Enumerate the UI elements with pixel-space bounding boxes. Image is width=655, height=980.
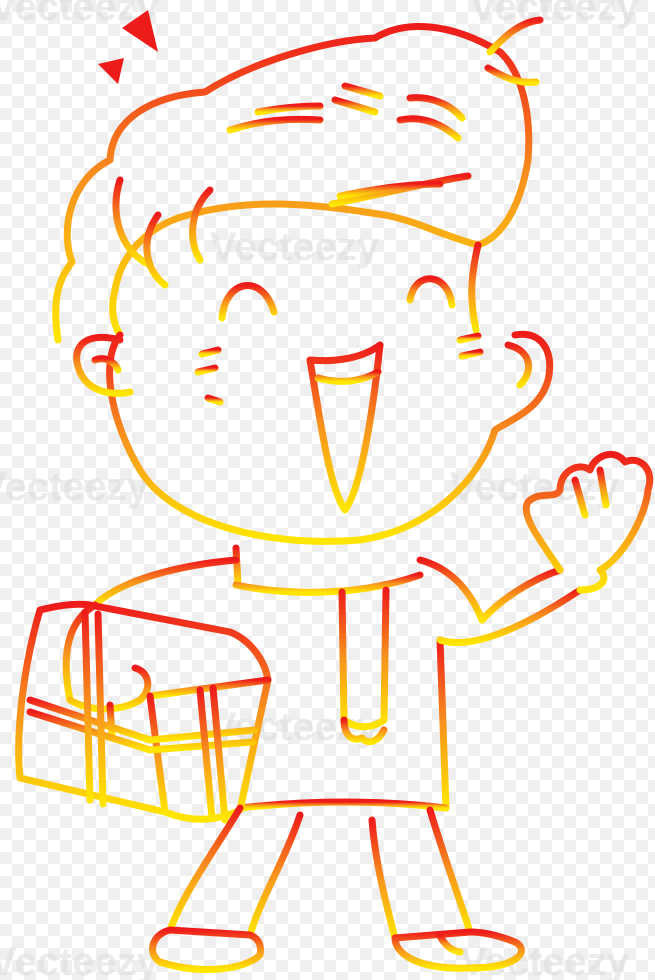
eye-crease bbox=[456, 332, 482, 344]
hair-tuft bbox=[484, 64, 540, 86]
torso bbox=[416, 556, 486, 624]
raised-arm bbox=[436, 586, 584, 647]
raised-arm bbox=[478, 566, 564, 624]
left-leg bbox=[166, 804, 244, 934]
cheek-mark bbox=[204, 394, 224, 406]
hair-strand bbox=[328, 172, 472, 208]
scarf-fringe bbox=[340, 716, 388, 746]
ear-detail bbox=[91, 355, 122, 374]
hair-strand bbox=[406, 94, 466, 122]
gift-ribbon bbox=[94, 610, 107, 808]
gift-box-edge bbox=[146, 692, 169, 816]
surprise-mark-top bbox=[122, 10, 158, 52]
right-eye bbox=[406, 275, 456, 309]
left-shoe bbox=[149, 926, 264, 973]
gift-ribbon bbox=[209, 684, 229, 824]
neck bbox=[232, 544, 242, 589]
hair-strand bbox=[226, 115, 324, 134]
hair-outline bbox=[52, 22, 533, 344]
lower-arm bbox=[62, 601, 99, 704]
waist bbox=[236, 798, 450, 812]
hair-tuft bbox=[486, 16, 544, 56]
hair-strand bbox=[468, 241, 482, 334]
right-leg bbox=[426, 806, 474, 936]
scarf bbox=[232, 571, 424, 596]
teeth bbox=[314, 368, 382, 385]
hair-strand bbox=[396, 115, 462, 142]
right-leg bbox=[368, 816, 399, 942]
gift-ribbon bbox=[81, 608, 94, 804]
left-eye bbox=[218, 282, 278, 322]
waving-hand bbox=[522, 450, 654, 594]
torso bbox=[91, 556, 240, 609]
shoe-lace bbox=[436, 932, 464, 956]
eye-crease bbox=[198, 346, 222, 358]
ear bbox=[73, 333, 134, 397]
eye-crease bbox=[194, 364, 219, 376]
hair-strand bbox=[254, 102, 324, 116]
watermark-text: Vecteezy bbox=[0, 465, 150, 509]
left-leg bbox=[246, 811, 304, 939]
face-outline bbox=[106, 330, 554, 545]
finger bbox=[571, 476, 589, 519]
hair-strand bbox=[331, 96, 379, 116]
watermark-text: Vecteezy bbox=[0, 940, 160, 980]
hair-strand bbox=[112, 176, 154, 269]
watermark-text: Vecteezy bbox=[460, 940, 630, 980]
torso bbox=[436, 636, 450, 812]
hair-strand bbox=[189, 186, 214, 264]
watermark-layer: Vecteezy Vecteezy Vecteezy Vecteezy Vect… bbox=[0, 0, 640, 980]
watermark-text: Vecteezy bbox=[210, 225, 380, 269]
eye-crease bbox=[458, 348, 484, 360]
finger bbox=[596, 466, 610, 509]
gift-box-side bbox=[146, 676, 272, 700]
mouth bbox=[306, 341, 384, 514]
watermark-text: Vecteezy bbox=[470, 0, 640, 29]
line-art bbox=[15, 16, 654, 973]
hair-strand bbox=[341, 82, 384, 100]
surprise-mark-bottom bbox=[98, 58, 124, 84]
hair-strand bbox=[336, 180, 444, 200]
right-ear bbox=[504, 341, 532, 389]
hair-strand bbox=[143, 211, 169, 289]
surprise-marks bbox=[98, 10, 158, 84]
right-shoe bbox=[391, 928, 525, 972]
gift-ribbon bbox=[196, 686, 216, 822]
